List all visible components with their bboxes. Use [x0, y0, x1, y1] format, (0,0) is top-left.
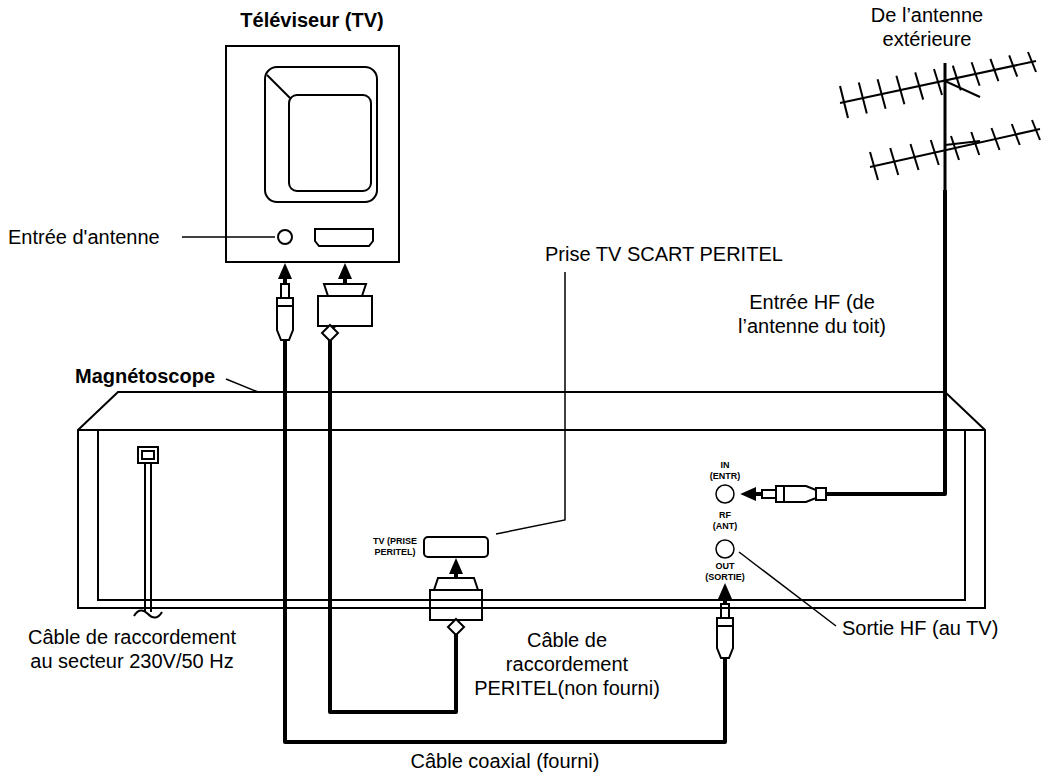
socket-symbol [714, 538, 736, 560]
antenna-element [931, 140, 939, 165]
antenna-input-socket [278, 230, 292, 244]
coax-plug-body [277, 298, 293, 340]
antenna-element [1028, 52, 1036, 72]
scart-socket: TV (PRISE PERITEL) [423, 536, 489, 558]
antenna-element [972, 62, 980, 86]
plugs [277, 284, 826, 658]
socket-label: TV (PRISE PERITEL) [373, 536, 417, 558]
callout-label: Sortie HF (au TV) [842, 616, 998, 640]
callout-label: Entrée HF (de l’antenne du toit) [738, 290, 886, 338]
device-title: Téléviseur (TV) [240, 8, 383, 32]
antenna-caption: De l’antenne extérieure [871, 3, 984, 51]
callout-label: Prise TV SCART PERITEL [545, 242, 783, 266]
cable-note: Câble de raccordement au secteur 230V/50… [28, 625, 236, 673]
coax-plug-body [776, 486, 816, 502]
antenna-element [934, 69, 942, 95]
cord-break-mark [134, 610, 162, 617]
scart-socket [315, 229, 373, 246]
cable-label: Câble de raccordement PERITEL(non fourni… [474, 628, 660, 700]
television-set-outline [225, 45, 400, 263]
antenna-element [896, 76, 904, 104]
socket-symbol [714, 483, 736, 505]
scart-plug-body [318, 296, 372, 326]
vcr-top-edge [78, 429, 985, 431]
video-recorder: TV (PRISE PERITEL)IN (ENTR)OUT (SORTIE)M… [78, 392, 985, 608]
television-set: Téléviseur (TV) [225, 45, 400, 263]
mains-cord-wire [144, 463, 146, 612]
leader-line [226, 379, 258, 392]
antenna-element [1032, 120, 1040, 140]
coax-plug-ridge [277, 305, 293, 307]
roof-antenna-outline [840, 55, 1040, 190]
leader-line [739, 552, 836, 626]
vcr-back-panel [98, 430, 965, 600]
scart-plug-strain-relief [448, 619, 464, 635]
antenna-element [840, 86, 848, 118]
video-recorder-outline [78, 392, 985, 608]
cable-label: Câble coaxial (fourni) [411, 749, 600, 773]
coax-plug-tip [762, 490, 776, 498]
rf-socket-ring [716, 540, 734, 558]
scart-socket-outline [424, 537, 488, 557]
antenna-element [990, 59, 998, 81]
antenna-element [870, 152, 878, 180]
mains-socket-inner [142, 451, 154, 459]
antenna-element [971, 132, 979, 155]
tv-screen [289, 95, 371, 191]
screen-bevel [267, 75, 291, 99]
coax-plug-collar [816, 488, 826, 500]
coax-plug-tip [281, 284, 289, 298]
tv-cabinet [226, 46, 399, 262]
rf-input-socket: IN (ENTR) [710, 460, 740, 505]
coax-plug-tip [721, 604, 729, 618]
tv-screen-frame [265, 67, 377, 202]
antenna-boom [840, 61, 1036, 103]
antenna-element [878, 79, 886, 109]
scart-plug-strain-relief [322, 325, 338, 341]
mains-socket [138, 447, 158, 463]
mains-cord-wire [150, 463, 152, 612]
antenna-boom [870, 129, 1040, 167]
antenna-element [859, 83, 867, 114]
cable-connector [748, 190, 945, 494]
device-title: Magnétoscope [75, 364, 215, 388]
scart-plug-insert [324, 284, 366, 296]
scart-plug-insert [434, 578, 478, 590]
roof-antenna: De l’antenne extérieure [840, 55, 1040, 190]
antenna-element [911, 144, 919, 170]
coax-plug-ridge [717, 625, 733, 627]
cable-connector [285, 271, 725, 742]
socket-label: RF (ANT) [713, 510, 738, 532]
antenna-element [1009, 55, 1017, 76]
scart-plug-body [430, 590, 482, 620]
leader-line [496, 272, 565, 534]
coax-plug-ridge [783, 486, 785, 502]
leader-line [182, 236, 275, 238]
mains-cord [134, 463, 162, 618]
antenna-element [890, 148, 898, 175]
rf-socket-ring [716, 485, 734, 503]
antenna-element [1012, 124, 1020, 145]
rf-output-socket: OUT (SORTIE) [705, 538, 745, 583]
vcr-housing [78, 392, 985, 608]
coax-plug-body [717, 618, 733, 658]
callout-label: Entrée d'antenne [8, 225, 160, 249]
antenna-element [992, 128, 1000, 150]
antenna-strut [945, 81, 980, 97]
antenna-element [951, 136, 959, 160]
cable-connector [330, 271, 456, 712]
socket-label: IN (ENTR) [710, 460, 740, 482]
antenna-element [953, 66, 961, 91]
scart-socket-outline [423, 536, 489, 558]
antenna-element [915, 72, 923, 99]
socket-label: OUT (SORTIE) [705, 561, 745, 583]
